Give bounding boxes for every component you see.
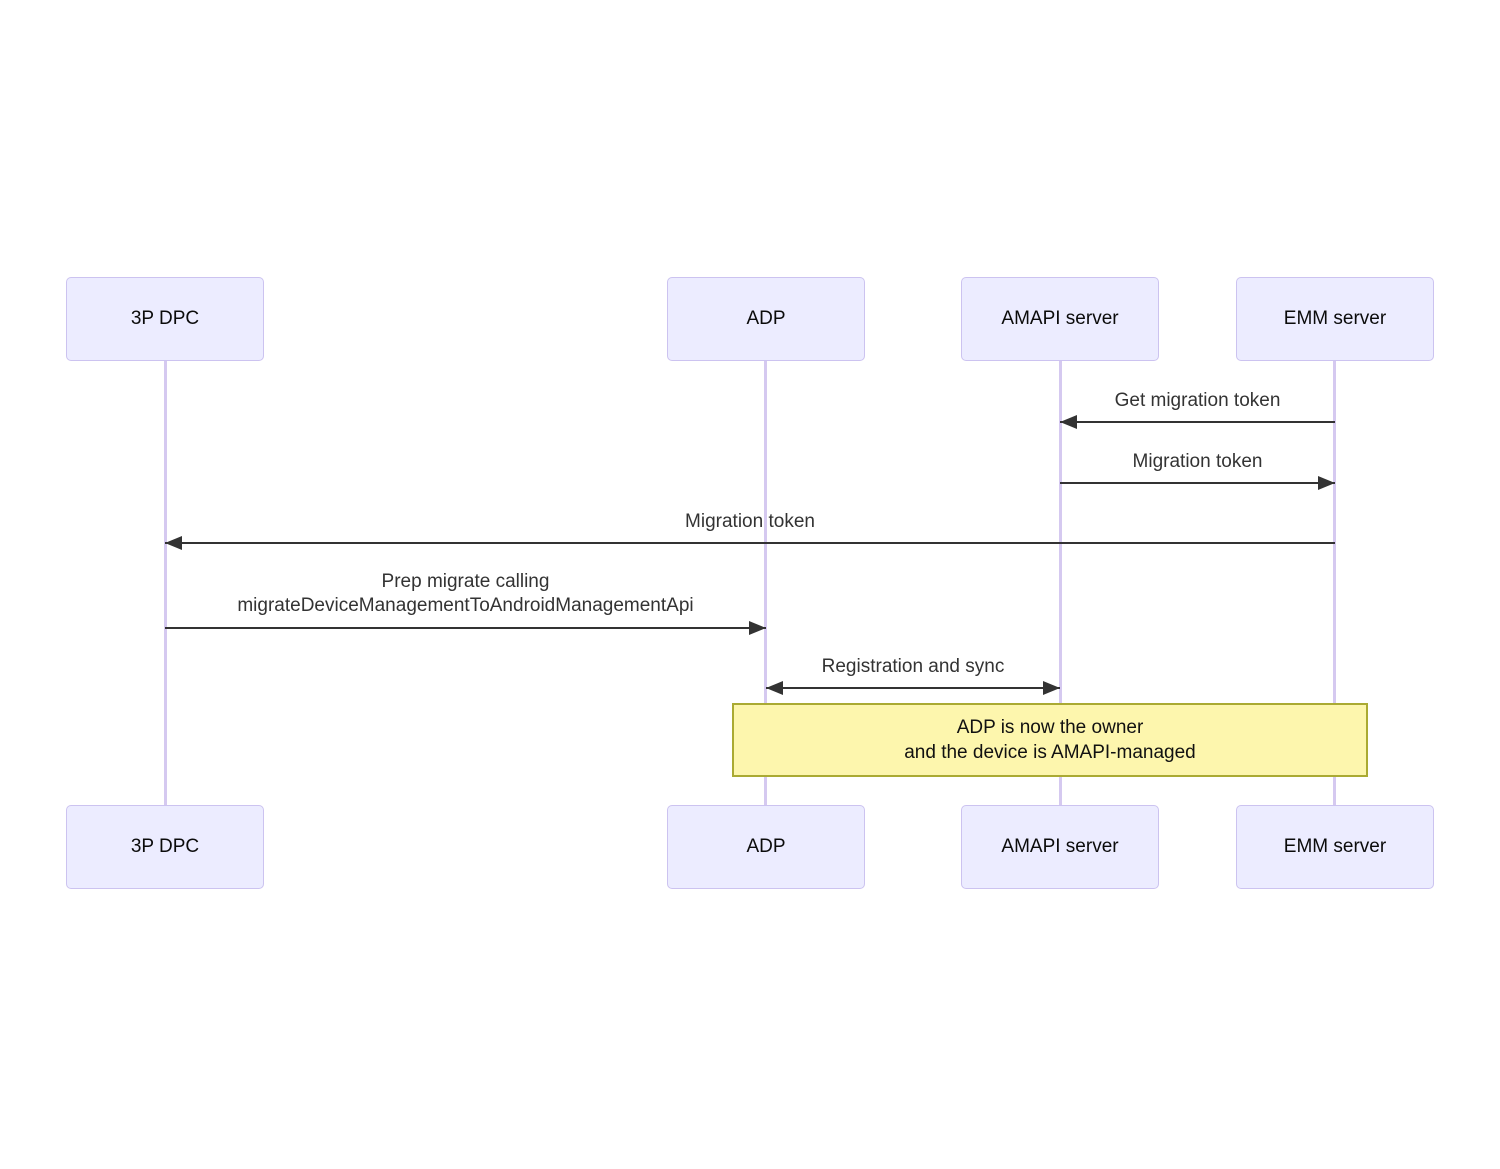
- actor-label: ADP: [746, 836, 786, 857]
- note-text-line: and the device is AMAPI-managed: [904, 742, 1196, 763]
- message-line: [766, 681, 1060, 695]
- message-line: [1060, 476, 1335, 490]
- lifeline-emm-server: [1333, 360, 1336, 806]
- actor-bottom-3p-dpc: 3P DPC: [66, 805, 264, 889]
- arrowhead-right-icon: [1043, 681, 1060, 695]
- actor-bottom-amapi-server: AMAPI server: [961, 805, 1159, 889]
- message-label: Get migration token: [1114, 390, 1281, 411]
- message-label-line: migrateDeviceManagementToAndroidManageme…: [237, 595, 694, 616]
- actor-top-adp: ADP: [667, 277, 865, 361]
- arrowhead-left-icon: [1060, 415, 1077, 429]
- message-line: [165, 536, 1335, 550]
- note-adp-owner: ADP is now the owner and the device is A…: [732, 703, 1368, 777]
- actor-label: EMM server: [1283, 308, 1387, 329]
- message-label-line: Prep migrate calling: [381, 571, 550, 592]
- actor-label: EMM server: [1283, 836, 1387, 857]
- message-line: [165, 621, 766, 635]
- message-line: [1060, 415, 1335, 429]
- message-label: Migration token: [1132, 451, 1263, 472]
- actor-top-3p-dpc: 3P DPC: [66, 277, 264, 361]
- actor-label: ADP: [746, 308, 786, 329]
- note-text-line: ADP is now the owner: [956, 717, 1144, 738]
- message-label: Migration token: [685, 511, 815, 532]
- actor-label: AMAPI server: [1001, 308, 1119, 329]
- arrowhead-left-icon: [165, 536, 182, 550]
- arrowhead-left-icon: [766, 681, 783, 695]
- actor-label: 3P DPC: [130, 308, 200, 329]
- actor-bottom-emm-server: EMM server: [1236, 805, 1434, 889]
- lifeline-3p-dpc: [164, 360, 167, 806]
- actor-bottom-adp: ADP: [667, 805, 865, 889]
- actor-label: 3P DPC: [130, 836, 200, 857]
- actor-top-amapi-server: AMAPI server: [961, 277, 1159, 361]
- actor-label: AMAPI server: [1001, 836, 1119, 857]
- lifeline-amapi-server: [1059, 360, 1062, 806]
- actor-top-emm-server: EMM server: [1236, 277, 1434, 361]
- message-label: Prep migrate calling migrateDeviceManage…: [165, 570, 766, 618]
- lifeline-adp: [764, 360, 767, 806]
- message-label: Registration and sync: [821, 656, 1005, 677]
- arrowhead-right-icon: [749, 621, 766, 635]
- arrowhead-right-icon: [1318, 476, 1335, 490]
